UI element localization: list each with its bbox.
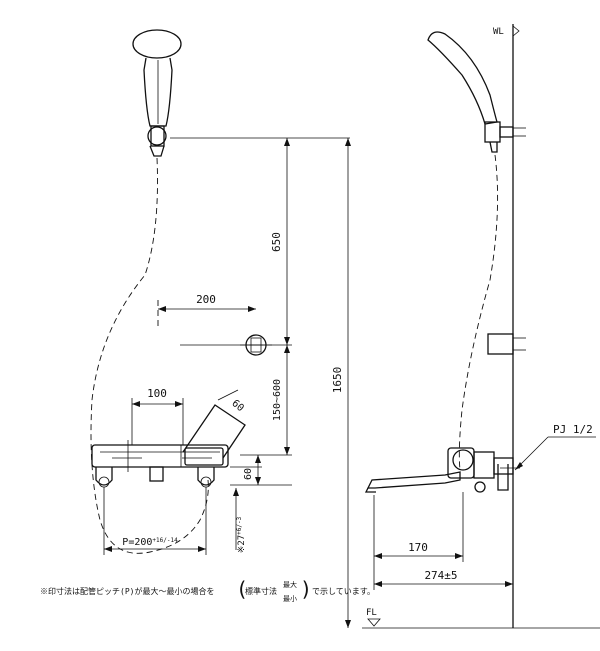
note-bracket-close: ): [300, 577, 312, 601]
hose-path-side: [458, 154, 499, 471]
label-fl: FL: [366, 608, 377, 618]
hose-path-front: [90, 157, 209, 554]
shower-head-side: [427, 31, 526, 153]
label-p: P=200+16/-14: [122, 537, 178, 548]
dim-p: P=200+16/-14: [103, 487, 207, 555]
label-150-600: 150~600: [272, 379, 283, 421]
wall-hook-side: [487, 333, 526, 355]
label-wl: WL: [493, 27, 504, 37]
label-274: 274±5: [424, 569, 457, 582]
note-before: ※印寸法は配管ピッチ(P)が最大～最小の場合を: [40, 586, 214, 596]
note-bracket-open: (: [236, 577, 248, 601]
note-max: 最大: [283, 580, 297, 589]
faucet-body-front: [91, 440, 229, 488]
side-view: WL: [362, 24, 600, 629]
label-60: 60: [243, 468, 254, 480]
label-200: 200: [196, 293, 216, 306]
dim-150-600: 150~600: [272, 345, 290, 455]
label-60-angle: 60: [229, 398, 245, 414]
note-inner: 標準寸法: [245, 586, 277, 596]
wl-mark: WL: [493, 25, 520, 37]
shower-head-front: [132, 29, 182, 157]
note-min: 最小: [283, 594, 297, 603]
dim-100: 100: [131, 387, 184, 445]
label-170: 170: [408, 541, 428, 554]
note-after: で示しています。: [312, 587, 375, 596]
pj-callout: PJ 1/2: [514, 423, 596, 471]
label-100: 100: [147, 387, 167, 400]
wall-valve: [240, 334, 272, 356]
footnote: ※印寸法は配管ピッチ(P)が最大～最小の場合を ( 標準寸法 最大 最小 ) で…: [40, 577, 375, 603]
dim-200: 200: [158, 293, 256, 312]
label-650: 650: [270, 232, 283, 252]
dim-1650: 1650: [331, 138, 351, 628]
dim-650: 650: [270, 138, 290, 345]
fl-mark: FL: [362, 608, 600, 629]
faucet-body-side: [364, 447, 520, 493]
dim-170: 170: [374, 541, 463, 559]
dim-274: 274±5: [374, 569, 513, 587]
dim-60-vertical: 60: [243, 455, 261, 485]
label-27: ※27+6/-3: [236, 516, 247, 553]
dim-27: ※27+6/-3: [233, 488, 247, 553]
label-1650: 1650: [331, 367, 344, 394]
front-view: 650 1650 200 150~600: [40, 29, 375, 628]
label-pj: PJ 1/2: [553, 423, 593, 436]
